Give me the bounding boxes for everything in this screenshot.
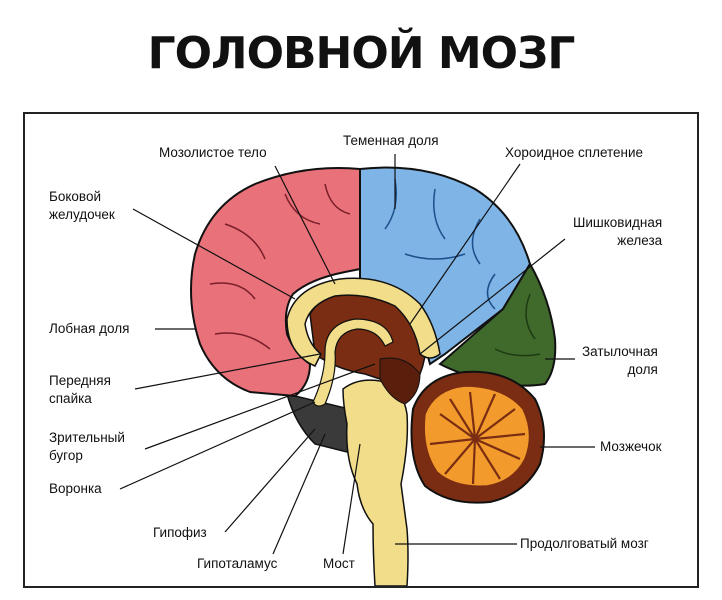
occipital-gyri	[494, 293, 541, 357]
label-occipital-lobe: Затылочная доля	[582, 343, 658, 379]
label-corpus-callosum: Мозолистое тело	[159, 145, 267, 160]
label-anterior-commissure-line2: спайка	[49, 391, 92, 406]
label-thalamus: Зрительный бугор	[49, 429, 125, 465]
corpus-callosum	[286, 277, 441, 367]
label-thalamus-line2: бугор	[49, 448, 83, 463]
label-hypothalamus: Гипоталамус	[197, 556, 278, 571]
thalamus	[379, 357, 421, 405]
label-pineal-gland-line2: железа	[617, 233, 663, 248]
label-parietal-lobe: Теменная доля	[343, 133, 439, 148]
pointer-lines	[119, 154, 595, 555]
label-pineal-gland-line1: Шишковидная	[573, 215, 663, 230]
arbor-vitae	[429, 391, 526, 485]
label-occipital-lobe-line2: доля	[627, 362, 658, 377]
label-lateral-ventricle: Боковой желудочек	[49, 188, 115, 224]
label-thalamus-line1: Зрительный	[49, 430, 125, 445]
label-infundibulum: Воронка	[49, 481, 102, 496]
label-choroid-plexus: Хороидное сплетение	[505, 145, 644, 160]
label-cerebellum: Мозжечок	[600, 439, 662, 454]
label-lateral-ventricle-line2: желудочек	[49, 207, 115, 222]
label-pituitary: Гипофиз	[153, 525, 207, 540]
label-frontal-lobe: Лобная доля	[49, 321, 130, 336]
label-anterior-commissure: Передняя спайка	[49, 372, 111, 408]
brain-diagram	[119, 154, 595, 586]
label-medulla: Продолговатый мозг	[520, 536, 649, 551]
diagram-frame: Мозолистое тело Теменная доля Хороидное …	[23, 112, 699, 588]
fornix	[312, 318, 394, 407]
label-lateral-ventricle-line1: Боковой	[49, 189, 102, 204]
frontal-lobe	[190, 167, 361, 398]
label-pineal-gland: Шишковидная железа	[573, 214, 662, 250]
label-anterior-commissure-line1: Передняя	[49, 373, 111, 388]
page-title: ГОЛОВНОЙ МОЗГ	[147, 28, 576, 79]
label-occipital-lobe-line1: Затылочная	[582, 344, 658, 359]
label-pons: Мост	[323, 556, 355, 571]
